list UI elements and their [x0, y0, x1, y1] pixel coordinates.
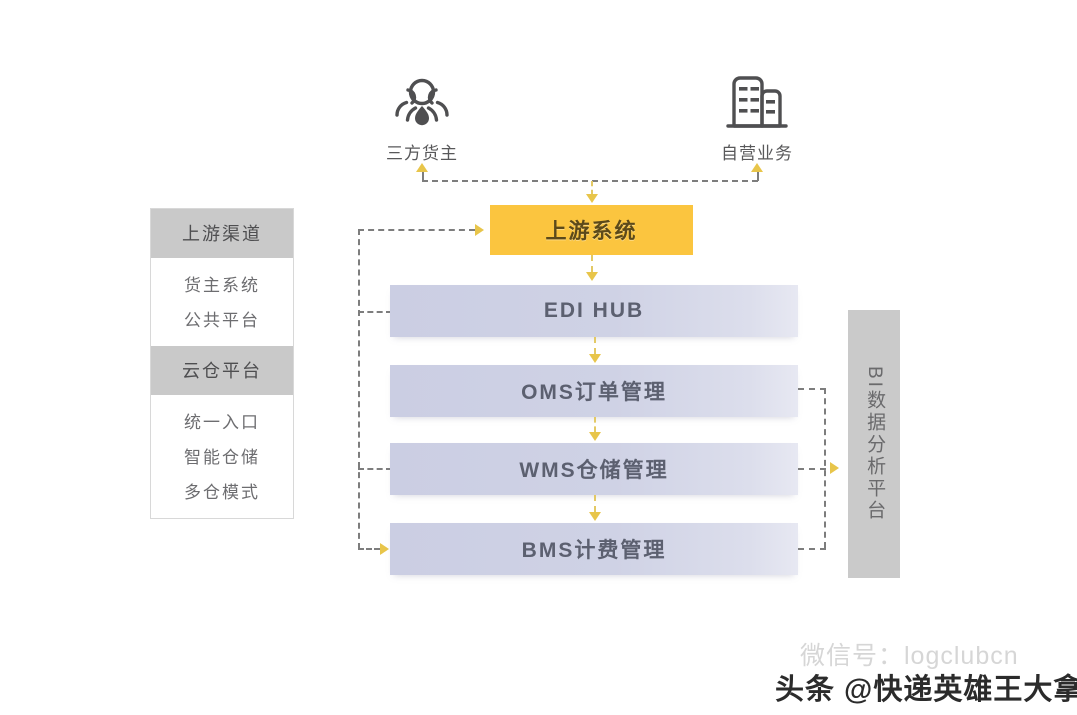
arrow-to-upstream-system — [586, 194, 598, 203]
arrow-left-bus-to-upstream-system — [475, 224, 484, 236]
arrow-right-bus-to-bi-panel — [830, 462, 839, 474]
node-upstream-system[interactable]: 上游系统 — [490, 205, 693, 255]
panel-section-header-upstream: 上游渠道 — [151, 209, 293, 258]
arrow-edi-to-oms — [589, 354, 601, 363]
source-stub-left — [422, 172, 424, 181]
left-bus-to-upstream-system — [358, 229, 475, 231]
node-label: WMS仓储管理 — [519, 459, 669, 482]
node-bi-platform[interactable]: BI数据分析平台 — [848, 310, 900, 578]
panel-section-body-cloud-warehouse: 统一入口 智能仓储 多仓模式 — [151, 395, 293, 518]
flow-oms-to-wms — [594, 417, 596, 432]
panel-item: 货主系统 — [184, 276, 260, 295]
arrow-oms-to-wms — [589, 432, 601, 441]
panel-item: 多仓模式 — [184, 483, 260, 502]
flow-upstream-to-edi — [591, 255, 593, 272]
node-label: 上游系统 — [545, 220, 638, 243]
right-bus-from-wms — [798, 468, 826, 470]
source-label: 自营业务 — [721, 144, 793, 163]
left-bus-vertical — [358, 229, 360, 549]
flow-wms-to-bms — [594, 495, 596, 512]
panel-item: 公共平台 — [184, 311, 260, 330]
source-label: 三方货主 — [386, 144, 458, 163]
source-node-third-party-shipper: 三方货主 — [352, 68, 492, 164]
people-group-icon — [352, 68, 492, 130]
source-bus-to-upstream-stub — [591, 181, 593, 195]
right-bus-from-bms — [798, 548, 826, 550]
panel-section-header-cloud-warehouse: 云仓平台 — [151, 346, 293, 395]
node-label: BMS计费管理 — [521, 539, 667, 562]
node-wms[interactable]: WMS仓储管理 — [390, 443, 798, 495]
arrow-left-bus-to-bms — [380, 543, 389, 555]
left-bus-to-wms — [358, 468, 392, 470]
panel-item: 智能仓储 — [184, 448, 260, 467]
source-stub-right — [757, 172, 759, 181]
arrow-to-third-party-shipper — [416, 163, 428, 172]
flow-edi-to-oms — [594, 337, 596, 354]
left-bus-to-bms — [358, 548, 380, 550]
source-node-self-operated-business: 自营业务 — [687, 68, 827, 164]
node-label: BI数据分析平台 — [864, 366, 886, 522]
watermark-toutiao: 头条 @快递英雄王大拿 — [775, 674, 1077, 706]
source-bus-line — [422, 180, 758, 182]
node-oms[interactable]: OMS订单管理 — [390, 365, 798, 417]
node-label: OMS订单管理 — [521, 381, 667, 404]
arrow-to-self-operated-business — [751, 163, 763, 172]
node-edi-hub[interactable]: EDI HUB — [390, 285, 798, 337]
arrow-wms-to-bms — [589, 512, 601, 521]
panel-section-body-upstream: 货主系统 公共平台 — [151, 258, 293, 346]
panel-item: 统一入口 — [184, 413, 260, 432]
arrow-upstream-to-edi — [586, 272, 598, 281]
node-label: EDI HUB — [543, 299, 645, 322]
building-icon — [687, 68, 827, 130]
channel-panel: 上游渠道 货主系统 公共平台 云仓平台 统一入口 智能仓储 多仓模式 — [150, 208, 294, 519]
watermark-wechat: 微信号：logclubcn — [800, 642, 1019, 670]
right-bus-from-oms — [798, 388, 826, 390]
left-bus-to-edi-hub — [358, 311, 392, 313]
node-bms[interactable]: BMS计费管理 — [390, 523, 798, 575]
